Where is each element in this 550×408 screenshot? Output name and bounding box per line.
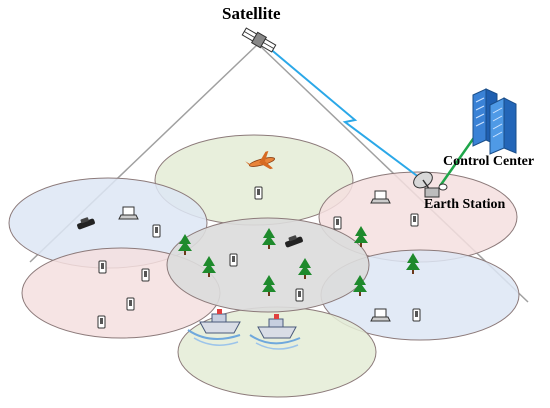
tree-icon [178,234,192,255]
coverage-cells [8,134,520,398]
tree-icon [353,275,367,296]
tree-icon [406,253,420,274]
car-icon [285,235,303,248]
tree-icon [262,275,276,296]
tree-icon [298,258,312,279]
laptop-icon [370,308,391,322]
airplane-icon [245,150,275,170]
car-icon [77,217,95,230]
tree-icon [202,256,216,277]
tree-icon [262,228,276,249]
satellite-icon [241,27,277,53]
ship-icon [187,309,241,346]
building-icon [472,88,517,155]
satellite-label: Satellite [222,4,281,23]
cell-center [166,217,370,313]
trees [178,226,420,296]
phones [97,186,421,329]
satellite-link [267,46,421,179]
laptop-icon [118,206,139,220]
laptop-icon [370,190,391,204]
ship-icon [249,314,301,350]
earth-station-label: Earth Station [424,197,506,212]
dish-antenna-icon [413,171,448,198]
tree-icon [354,226,368,247]
control-center-label: Control Center [443,154,535,169]
